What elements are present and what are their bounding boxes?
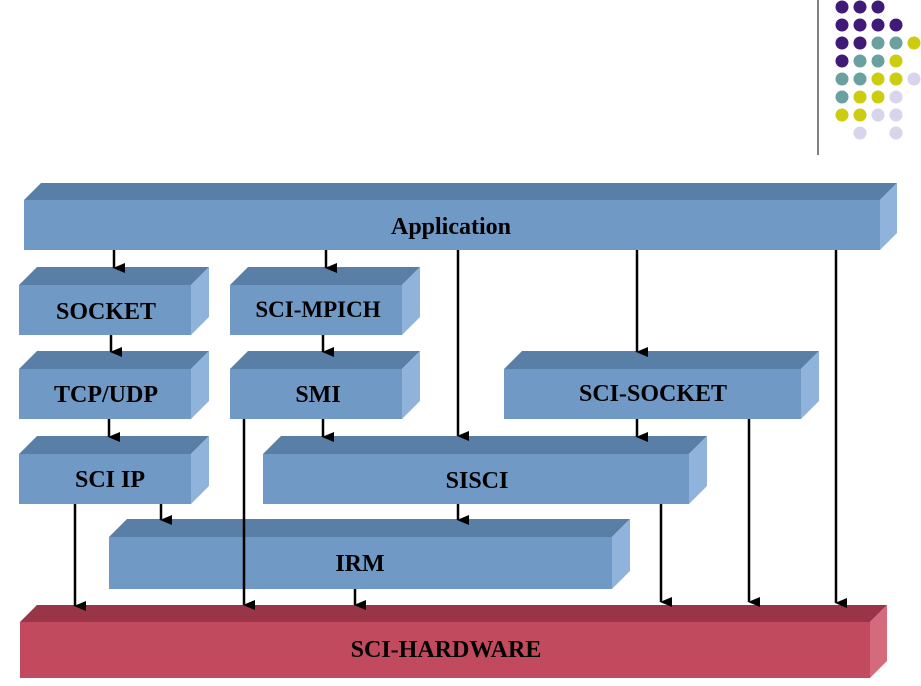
decorative-dot	[835, 72, 849, 86]
decorative-dot	[871, 36, 885, 50]
decorative-dot	[835, 36, 849, 50]
sci-hardware-label: SCI-HARDWARE	[351, 637, 542, 663]
tcp-udp-label: TCP/UDP	[54, 382, 158, 408]
sci-socket-block	[504, 351, 819, 419]
decorative-dot	[853, 108, 867, 122]
sci-mpich-label: SCI-MPICH	[255, 297, 380, 322]
sci-ip-label: SCI IP	[75, 467, 145, 493]
decorative-dot	[835, 0, 849, 14]
decorative-dot	[835, 108, 849, 122]
irm-label: IRM	[335, 551, 384, 577]
application-label: Application	[391, 214, 511, 240]
sci-hardware-block	[20, 605, 887, 678]
sci-socket-label: SCI-SOCKET	[579, 381, 727, 407]
decorative-dot	[889, 18, 903, 32]
decorative-dot	[889, 108, 903, 122]
sci-ip-block	[19, 436, 209, 504]
decorative-dot	[853, 72, 867, 86]
connector-arrows	[73, 250, 847, 611]
decorative-dot	[889, 72, 903, 86]
irm-block	[109, 519, 630, 589]
decorative-dot	[907, 72, 921, 86]
smi-label: SMI	[295, 382, 340, 408]
decorative-dot	[871, 18, 885, 32]
sisci-block	[263, 436, 707, 504]
decorative-dot	[853, 54, 867, 68]
socket-label: SOCKET	[56, 299, 156, 325]
socket-block	[19, 267, 209, 335]
decorative-dot	[853, 36, 867, 50]
decorative-dot	[871, 72, 885, 86]
decorative-dot	[871, 0, 885, 14]
decorative-dot	[871, 54, 885, 68]
decorative-dot	[835, 54, 849, 68]
decorative-dot	[871, 90, 885, 104]
decorative-dot	[835, 90, 849, 104]
decorative-dot	[853, 90, 867, 104]
decorative-dot	[853, 0, 867, 14]
decorative-dot	[889, 126, 903, 140]
decorative-dot	[835, 18, 849, 32]
tcp-udp-block	[19, 351, 209, 419]
decorative-dot	[889, 90, 903, 104]
decorative-dot	[889, 36, 903, 50]
application-block	[24, 183, 897, 250]
decorative-dot	[889, 54, 903, 68]
sisci-label: SISCI	[446, 468, 509, 494]
decorative-dot	[853, 18, 867, 32]
smi-block	[230, 351, 420, 419]
sci-mpich-block	[230, 267, 420, 335]
decorative-dot	[907, 36, 921, 50]
decorative-dot	[871, 108, 885, 122]
decorative-dot-grid	[835, 0, 921, 140]
decorative-dot	[853, 126, 867, 140]
